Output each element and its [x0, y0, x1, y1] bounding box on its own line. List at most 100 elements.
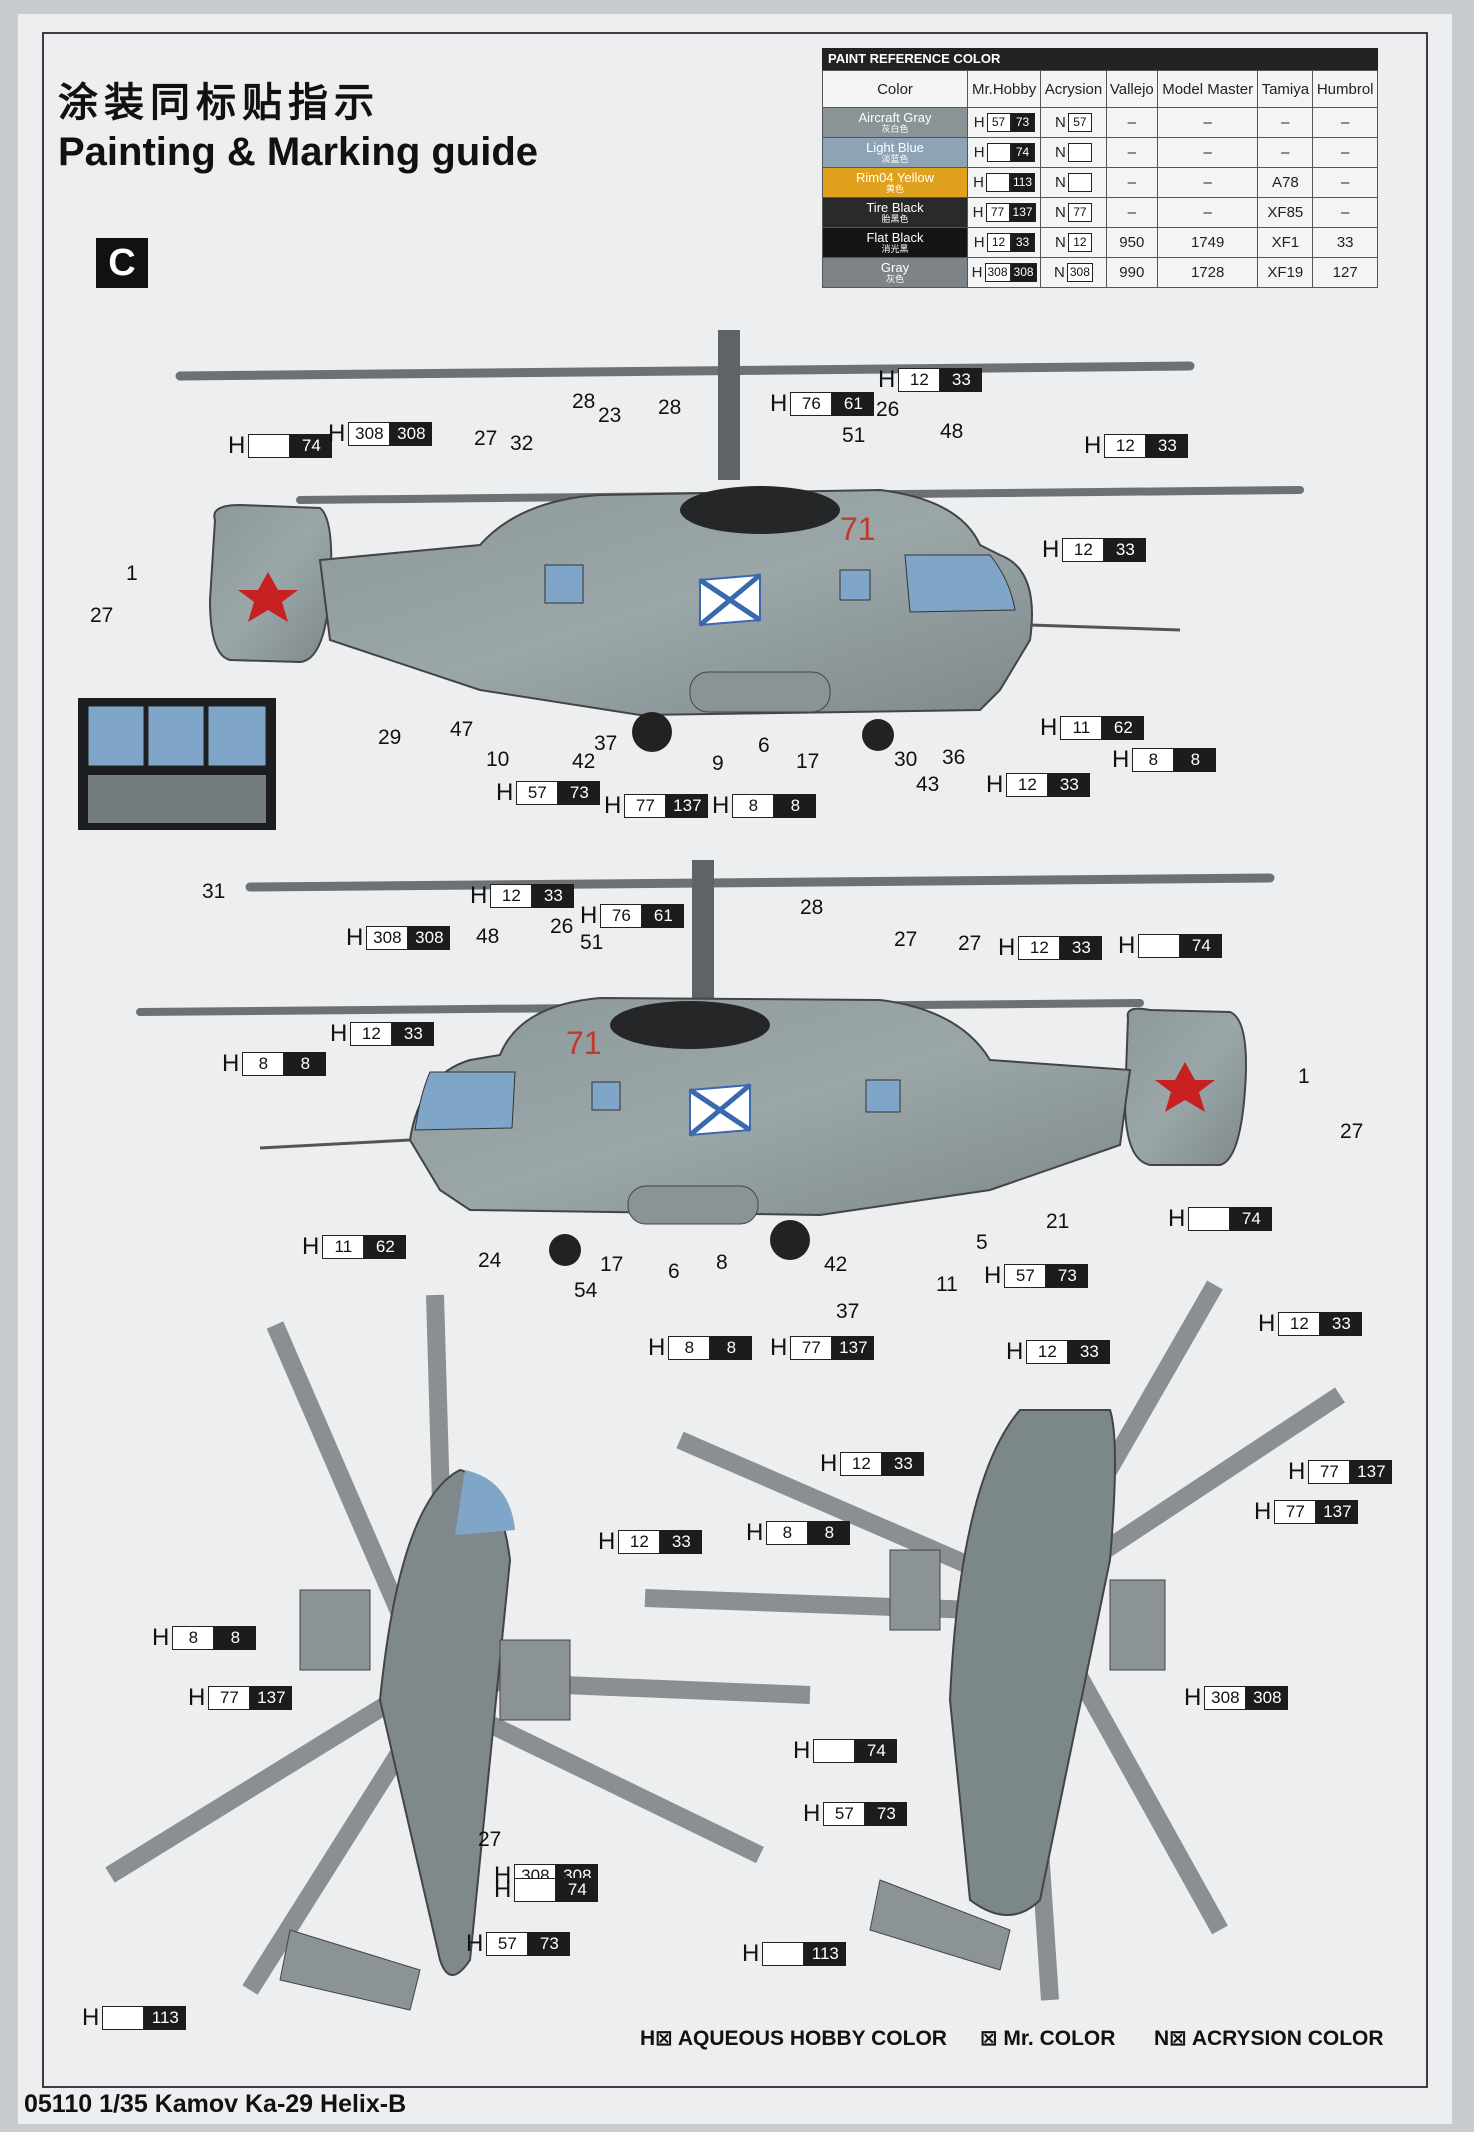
fuselage-right [408, 996, 1132, 1217]
col-tamiya: Tamiya [1257, 70, 1314, 108]
side-number-left: 71 [840, 511, 876, 547]
part-number-label: 43 [916, 773, 940, 796]
legend-aqueous: H⊠ AQUEOUS HOBBY COLOR [640, 2027, 947, 2050]
upper-rotor-blade [175, 361, 1195, 381]
model-master-code: – [1156, 197, 1259, 228]
fuel-tank [627, 1185, 759, 1225]
title-english: Painting & Marking guide [58, 130, 539, 174]
red-star-marking [1155, 1062, 1215, 1112]
cabin-window [865, 1079, 901, 1113]
cabin-window [839, 569, 871, 601]
paint-name: Flat Black [866, 229, 924, 245]
part-number-label: 54 [574, 1279, 598, 1302]
part-number-label: 26 [876, 398, 900, 421]
page-frame [42, 32, 1428, 2088]
scheme-letter-badge: C [96, 238, 148, 288]
paint-name-cn: 灰色 [885, 273, 904, 284]
tamiya-code: A78 [1257, 167, 1314, 198]
part-number-label: 21 [1046, 1210, 1070, 1233]
part-number-label: 6 [758, 734, 770, 757]
side-number-right: 71 [566, 1025, 602, 1061]
paint-name-cn: 黄色 [885, 183, 904, 194]
model-master-code: 1728 [1156, 257, 1259, 288]
red-star-marking [238, 572, 298, 622]
side-view-right [136, 860, 1275, 1266]
humbrol-code: 33 [1312, 227, 1378, 258]
model-master-code: – [1156, 137, 1259, 168]
part-number-label: 36 [942, 746, 966, 769]
tamiya-code: – [1257, 137, 1314, 168]
main-wheel [632, 712, 672, 752]
part-number-label: 1 [126, 562, 138, 585]
cockpit-inset [78, 698, 276, 830]
part-number-label: 29 [378, 726, 402, 749]
part-number-label: 8 [716, 1251, 728, 1274]
legend-mr-color: ⊠ Mr. COLOR [980, 2027, 1116, 2050]
part-number-label: 28 [572, 390, 596, 413]
part-number-label: 27 [894, 928, 918, 951]
part-number-label: 37 [836, 1300, 860, 1323]
upper-rotor-blade [245, 873, 1275, 892]
side-view-left [175, 330, 1304, 752]
vallejo-code: 990 [1105, 257, 1158, 288]
part-number-label: 27 [478, 1828, 502, 1851]
engine-intake [610, 1001, 770, 1049]
part-number-label: 26 [550, 915, 574, 938]
part-number-label: 27 [958, 932, 982, 955]
part-number-label: 47 [450, 718, 474, 741]
col-acrysion: Acrysion [1040, 70, 1107, 108]
paint-table-header-row: Color Mr.Hobby Acrysion Vallejo Model Ma… [822, 70, 1378, 108]
col-mr-hobby: Mr.Hobby [966, 70, 1042, 108]
cockpit-window [414, 1071, 516, 1131]
top-view [105, 1294, 811, 2011]
paint-table-title: PAINT REFERENCE COLOR [822, 48, 1378, 70]
vallejo-code: – [1105, 167, 1158, 198]
part-number-label: 31 [202, 880, 226, 903]
product-footer: 05110 1/35 Kamov Ka-29 Helix-B [24, 2090, 407, 2118]
tamiya-code: XF19 [1257, 257, 1314, 288]
part-number-label: 6 [668, 1260, 680, 1283]
part-number-label: 27 [90, 604, 114, 627]
part-number-label: 28 [658, 396, 682, 419]
paint-name-cn: 胎黑色 [881, 213, 909, 224]
cockpit-window [904, 554, 1016, 613]
paint-name: Light Blue [866, 139, 924, 155]
paint-name-cn: 消光黑 [881, 243, 909, 254]
rotor-mast [718, 330, 740, 480]
tamiya-code: – [1257, 107, 1314, 138]
part-number-label: 24 [478, 1249, 502, 1272]
part-number-label: 27 [1340, 1120, 1364, 1143]
paint-reference-table: PAINT REFERENCE COLOR Color Mr.Hobby Acr… [822, 48, 1378, 288]
part-number-label: 17 [600, 1253, 624, 1276]
part-number-label: 5 [976, 1231, 988, 1254]
cabin-window [591, 1081, 621, 1111]
